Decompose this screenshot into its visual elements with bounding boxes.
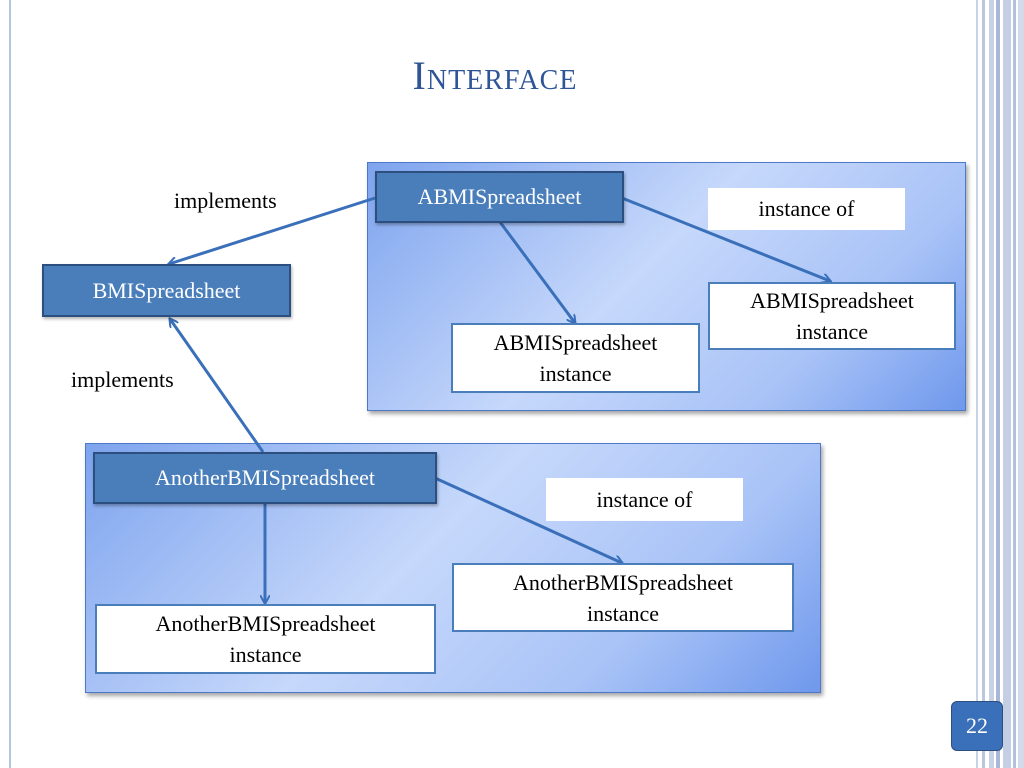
anotherbmispreadsheet-instance-left: AnotherBMISpreadsheet instance (95, 604, 436, 674)
abmispreadsheet-instance-left: ABMISpreadsheet instance (451, 323, 700, 393)
instance-of-label-a: instance of (708, 188, 905, 230)
instance-arrow-a-right (621, 196, 830, 281)
anotherbmispreadsheet-class-box: AnotherBMISpreadsheet (93, 452, 437, 504)
implements-label-top: implements (174, 188, 277, 213)
instance-line2: instance (229, 642, 302, 667)
slide-title: Interface (412, 53, 578, 98)
abmispreadsheet-instance-right: ABMISpreadsheet instance (708, 282, 956, 350)
bmispreadsheet-interface-box: BMISpreadsheet (42, 264, 291, 317)
instance-arrow-b-right (434, 476, 622, 563)
bmispreadsheet-label: BMISpreadsheet (92, 277, 241, 303)
instance-line2: instance (586, 600, 660, 626)
abmispreadsheet-class-box: ABMISpreadsheet (375, 171, 624, 223)
instance-of-label-b: instance of (546, 478, 743, 521)
left-border-rule (9, 0, 11, 768)
implements-label-bottom: implements (71, 367, 174, 392)
instance-line1: AnotherBMISpreadsheet (513, 569, 733, 595)
instance-line1: AnotherBMISpreadsheet (155, 611, 376, 636)
instance-line1: ABMISpreadsheet (750, 288, 914, 313)
instance-line2: instance (795, 319, 869, 344)
instance-line1: ABMISpreadsheet (493, 330, 658, 355)
page-number-badge: 22 (951, 701, 1003, 751)
instance-line2: instance (539, 361, 612, 386)
implements-arrow-a (169, 196, 376, 264)
implements-arrow-b (170, 319, 265, 453)
anotherbmispreadsheet-label: AnotherBMISpreadsheet (155, 465, 375, 490)
abmispreadsheet-label: ABMISpreadsheet (417, 184, 582, 209)
page-number: 22 (966, 713, 988, 738)
instance-arrow-a-left (498, 221, 575, 323)
anotherbmispreadsheet-instance-right: AnotherBMISpreadsheet instance (452, 563, 794, 632)
